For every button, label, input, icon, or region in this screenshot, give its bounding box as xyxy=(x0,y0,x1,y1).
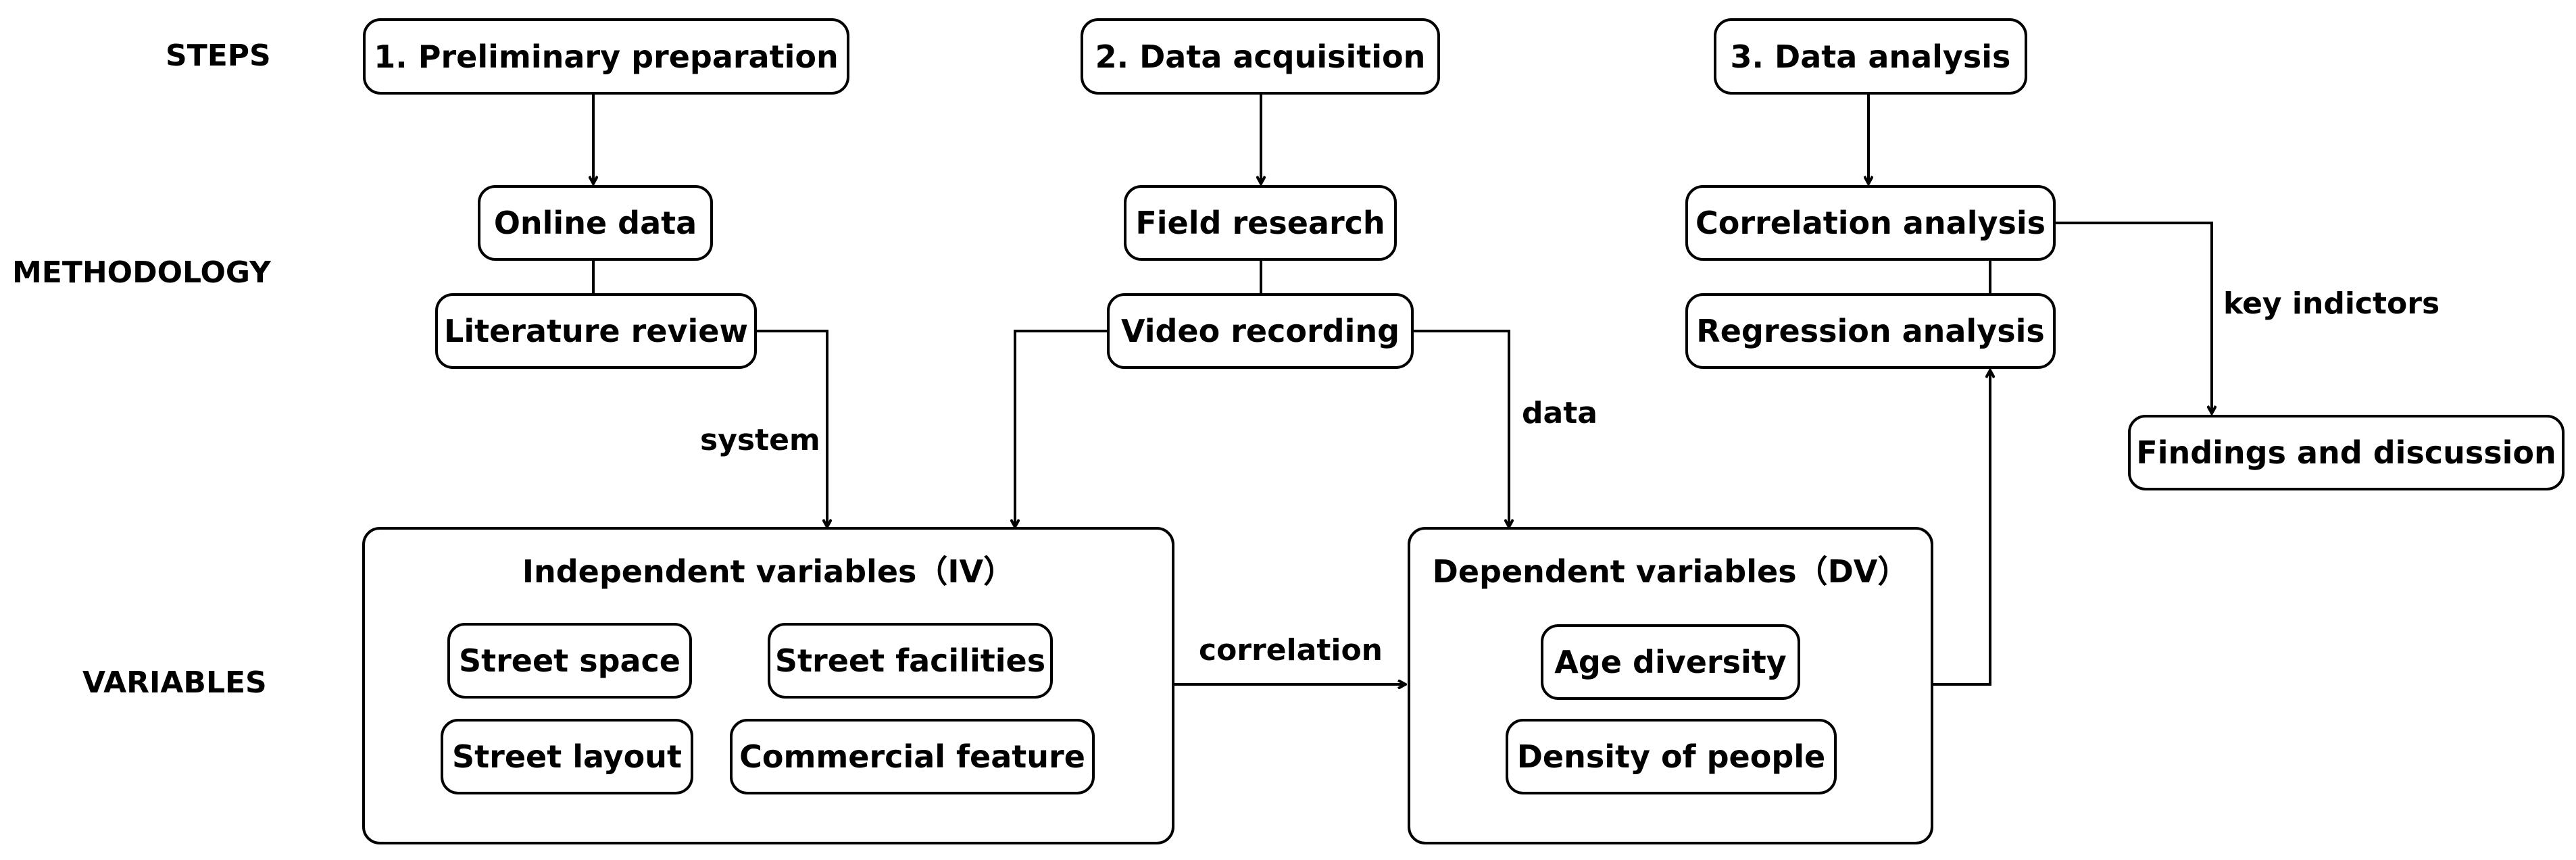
arrow-literature-iv xyxy=(756,330,827,527)
arrow-dv-regression xyxy=(1932,370,1990,686)
dv-title: Dependent variables（DV） xyxy=(1432,553,1909,590)
iv-commercial-feature: Commercial feature xyxy=(730,719,1095,794)
iv-street-space: Street space xyxy=(447,623,692,699)
literature-review-box: Literature review xyxy=(435,293,757,369)
step-1-box: 1. Preliminary preparation xyxy=(363,18,849,95)
video-recording-box: Video recording xyxy=(1107,293,1414,369)
findings-discussion-box: Findings and discussion xyxy=(2128,415,2565,490)
online-data-box: Online data xyxy=(478,185,713,261)
regression-analysis-box: Regression analysis xyxy=(1685,293,2056,369)
dv-age-diversity: Age diversity xyxy=(1541,624,1800,700)
row-label-methodology: METHODOLOGY xyxy=(12,255,271,290)
arrow-video-dv xyxy=(1412,330,1509,527)
iv-title: Independent variables（IV） xyxy=(522,553,1015,590)
edge-label-data: data xyxy=(1522,396,1597,430)
arrow-video-iv xyxy=(1015,330,1108,527)
dv-density-of-people: Density of people xyxy=(1506,719,1837,794)
edge-label-system: system xyxy=(700,423,820,457)
arrow-correlation-findings xyxy=(2054,222,2212,413)
step-2-box: 2. Data acquisition xyxy=(1081,18,1440,95)
correlation-analysis-box: Correlation analysis xyxy=(1685,185,2056,261)
step-3-box: 3. Data analysis xyxy=(1714,18,2027,95)
row-label-variables: VARIABLES xyxy=(82,665,267,700)
edge-label-correlation: correlation xyxy=(1199,633,1383,667)
edge-label-key-indictors: key indictors xyxy=(2223,286,2440,321)
iv-street-layout: Street layout xyxy=(441,719,693,794)
row-label-steps: STEPS xyxy=(166,39,271,73)
field-research-box: Field research xyxy=(1124,185,1397,261)
iv-street-facilities: Street facilities xyxy=(768,623,1053,699)
